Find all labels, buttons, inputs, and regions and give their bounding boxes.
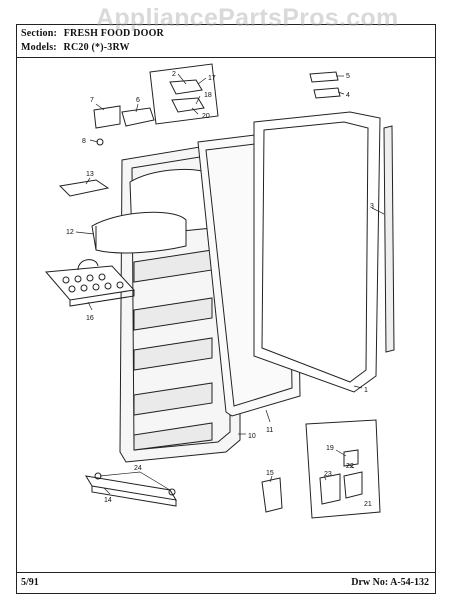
hinge-assembly [93,105,155,146]
title-block: Section: FRESH FOOD DOOR Models: RC20 (*… [17,25,435,58]
callout-20: 20 [202,113,210,120]
light-lens-parts [309,71,341,99]
footer-date: 5/91 [21,577,39,588]
callout-23: 23 [324,471,332,478]
callout-22: 22 [346,463,354,470]
inset-cam-kit [149,63,219,125]
callout-13: 13 [86,171,94,178]
leader-lines [75,73,385,495]
callout-4: 4 [346,92,350,99]
section-row: Section: FRESH FOOD DOOR [21,28,164,39]
callout-7: 7 [90,97,94,104]
callout-10: 10 [248,433,256,440]
callout-24: 24 [134,465,142,472]
callout-3: 3 [370,203,374,210]
callout-12: 12 [66,229,74,236]
callout-6: 6 [136,97,140,104]
dairy-door [91,211,187,254]
section-value: FRESH FOOD DOOR [63,28,164,39]
callout-labels: 1 2 3 4 5 6 7 8 10 11 12 13 14 15 16 17 … [66,71,374,508]
bin-shelf [58,179,110,197]
callout-19: 19 [326,445,334,452]
footer-block: 5/91 Drw No: A-54-132 [17,572,435,593]
models-label: Models: [21,42,57,53]
callout-5: 5 [346,73,350,80]
drawing-number: Drw No: A-54-132 [351,577,429,588]
egg-tray [44,259,135,307]
callout-11: 11 [266,427,273,434]
outer-door-panel [253,111,381,393]
callout-21: 21 [364,501,372,508]
inset-lower-hinge-kit [305,419,381,519]
watermark: AppliancePartsPros.com [96,4,399,32]
models-value: RC20 (*)-3RW [63,42,130,53]
handle-trim [383,125,395,353]
callout-8: 8 [82,138,86,145]
models-row: Models: RC20 (*)-3RW [21,42,130,53]
callout-1: 1 [364,387,368,394]
bottom-trim [85,472,177,507]
hinge-bracket [261,477,283,513]
callout-14: 14 [104,497,112,504]
callout-2: 2 [172,71,176,78]
callout-16: 16 [86,315,94,322]
callout-18: 18 [204,92,212,99]
callout-17: 17 [208,75,216,82]
section-label: Section: [21,28,58,39]
diagram-sheet: Section: FRESH FOOD DOOR Models: RC20 (*… [16,24,436,594]
callout-15: 15 [266,470,274,477]
